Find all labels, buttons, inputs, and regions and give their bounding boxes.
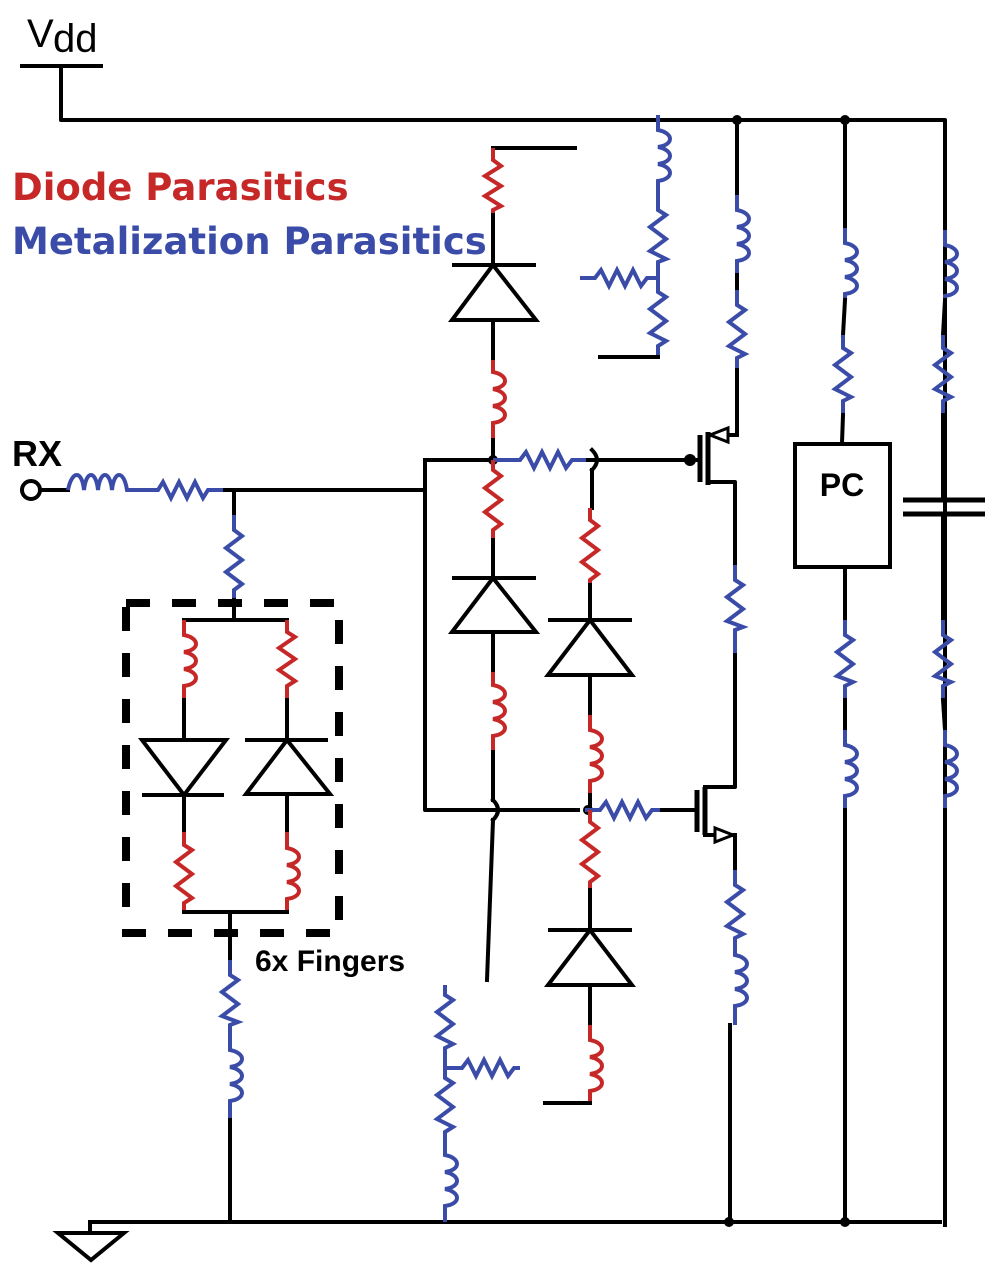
wire [840,297,848,338]
cap-bottom-inductor [943,730,959,810]
vdd-branch-resistor-2 [646,282,671,357]
nmos-transistor [694,783,738,845]
rx-terminal-icon[interactable] [20,479,42,501]
nmos-arrow-icon [713,825,738,845]
vdd-rail [59,64,947,1227]
finger-cell [137,598,335,962]
junction-dot [840,1217,850,1227]
gnd-branch-resistor-1 [433,985,458,1068]
legend-diode-parasitics: Diode Parasitics [12,166,349,209]
d3-inductor [588,715,604,795]
vdd-branch-inductor [656,115,672,197]
pc-top-resistor [831,335,856,415]
legend-metalization-parasitics: Metalization Parasitics [12,220,487,263]
wire [940,697,948,733]
vdd-label: V [27,12,54,56]
drain-wire [703,783,737,789]
cross-resistor-top [580,265,658,291]
d2-inductor [491,672,507,752]
d1-resistor [481,148,506,215]
rx-bus [423,458,580,812]
d3-resistor [578,508,602,585]
pc-top-inductor [843,228,859,300]
vdd-symbol: V dd [20,12,947,1227]
pmos-drain-resistor [722,565,749,655]
d4-resistor [578,810,602,890]
finger-diode-down-icon [137,738,231,799]
vdd-branch-resistor-1 [646,197,671,282]
vdd-subscript: dd [53,17,98,61]
d2-diode-icon [447,574,541,634]
finger-right-resistor [275,620,299,700]
rx-label: RX [12,433,62,474]
pmos-gate-resistor [493,447,588,473]
pmos-transistor [688,425,737,567]
power-clamp-label: PC [820,467,864,503]
wire [484,817,496,983]
rx-inductor [66,473,150,492]
d1-inductor [491,360,507,440]
finger-feed-resistor [222,515,246,600]
pmos-arrow-icon [705,425,730,445]
cap-bottom-resistor [930,620,956,700]
finger-left-resistor [172,832,196,912]
d3-diode-icon [543,616,637,677]
d4-inductor [588,1025,604,1103]
cap-top-resistor [931,335,956,415]
pc-bottom-resistor [832,620,858,700]
nmos-source-rl [723,870,749,1025]
finger-right-inductor [285,832,301,912]
finger-ground-rl [217,960,244,1120]
ground-symbol [52,1220,942,1263]
wire [940,297,948,338]
gnd-branch-rl [433,1068,459,1222]
pmos-source-inductor [735,195,751,275]
pmos-source-resistor [725,290,750,370]
pc-bottom-inductor [843,730,859,810]
ground-triangle-icon [52,1231,130,1263]
cap-top-inductor [943,230,959,300]
rx-resistor [150,477,225,503]
junction-dot [724,1217,734,1227]
finger-group-label: 6x Fingers [255,945,405,978]
finger-left-inductor [182,620,198,700]
cross-resistor-bottom [445,1055,520,1081]
drain-wire [706,480,737,567]
power-clamp-box [793,442,892,569]
finger-diode-up-icon [241,736,335,796]
d2-resistor [481,460,505,540]
nmos-gate-resistor [585,797,662,823]
d1-diode-icon [448,261,541,322]
d4-diode-icon [543,926,637,987]
wire [839,412,846,446]
